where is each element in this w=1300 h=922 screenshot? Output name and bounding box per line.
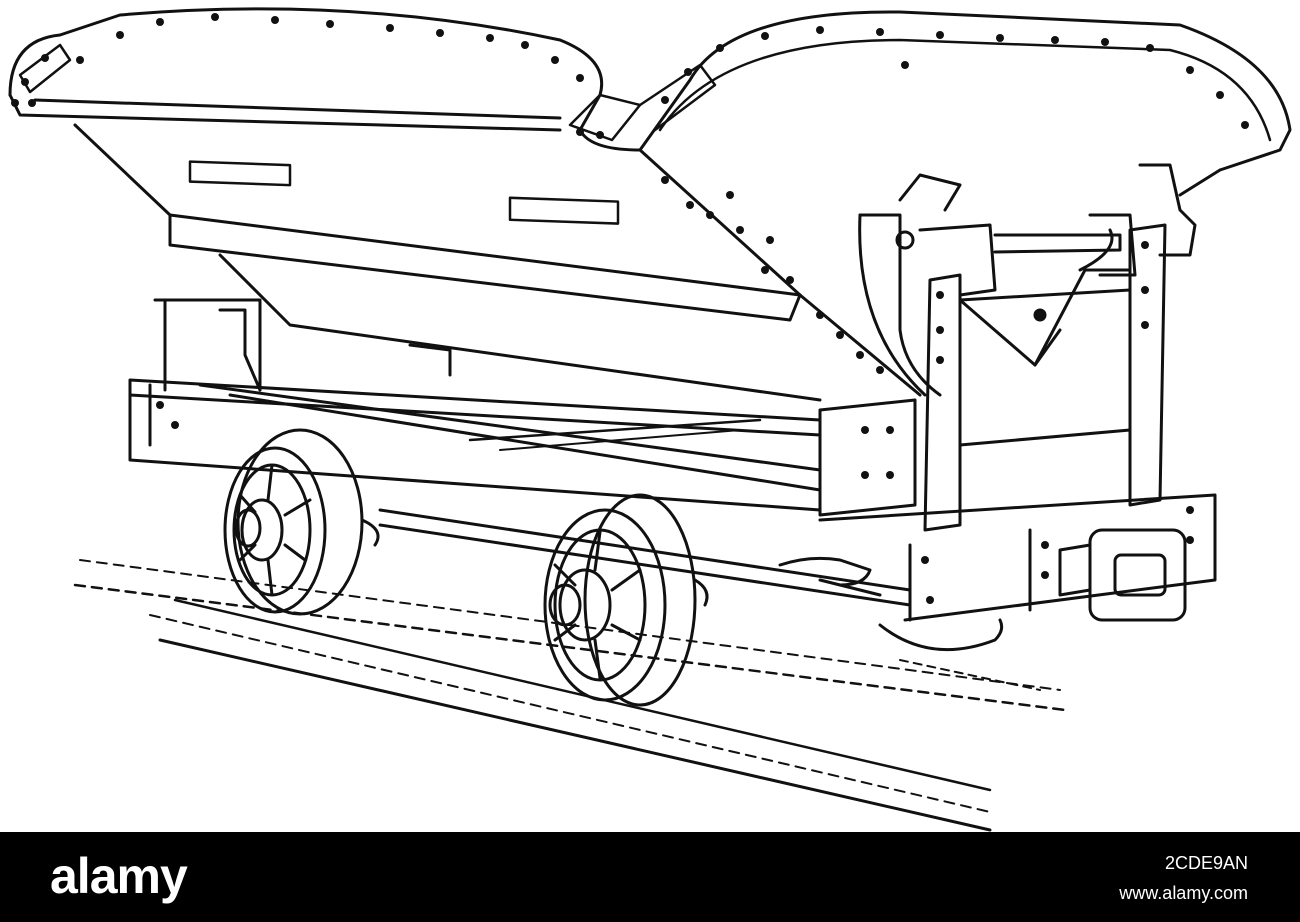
rear-wheel xyxy=(543,493,709,707)
wagon-illustration xyxy=(8,7,1292,832)
tipping-wagon-drawing xyxy=(8,7,1292,832)
front-wheel xyxy=(223,428,380,616)
frame-rivets xyxy=(156,241,1194,604)
alamy-logo: alamy xyxy=(50,848,188,904)
stock-image-id: 2CDE9AN xyxy=(1164,853,1248,873)
rivets xyxy=(11,13,1249,374)
far-wheel xyxy=(878,618,1004,652)
rail-track xyxy=(73,559,1067,832)
hopper-body xyxy=(8,7,1292,402)
site-url: www.alamy.com xyxy=(1119,883,1248,903)
chassis xyxy=(128,298,1217,622)
watermark-footer: alamy 2CDE9AN www.alamy.com xyxy=(0,832,1300,922)
tipping-frame xyxy=(858,163,1197,532)
